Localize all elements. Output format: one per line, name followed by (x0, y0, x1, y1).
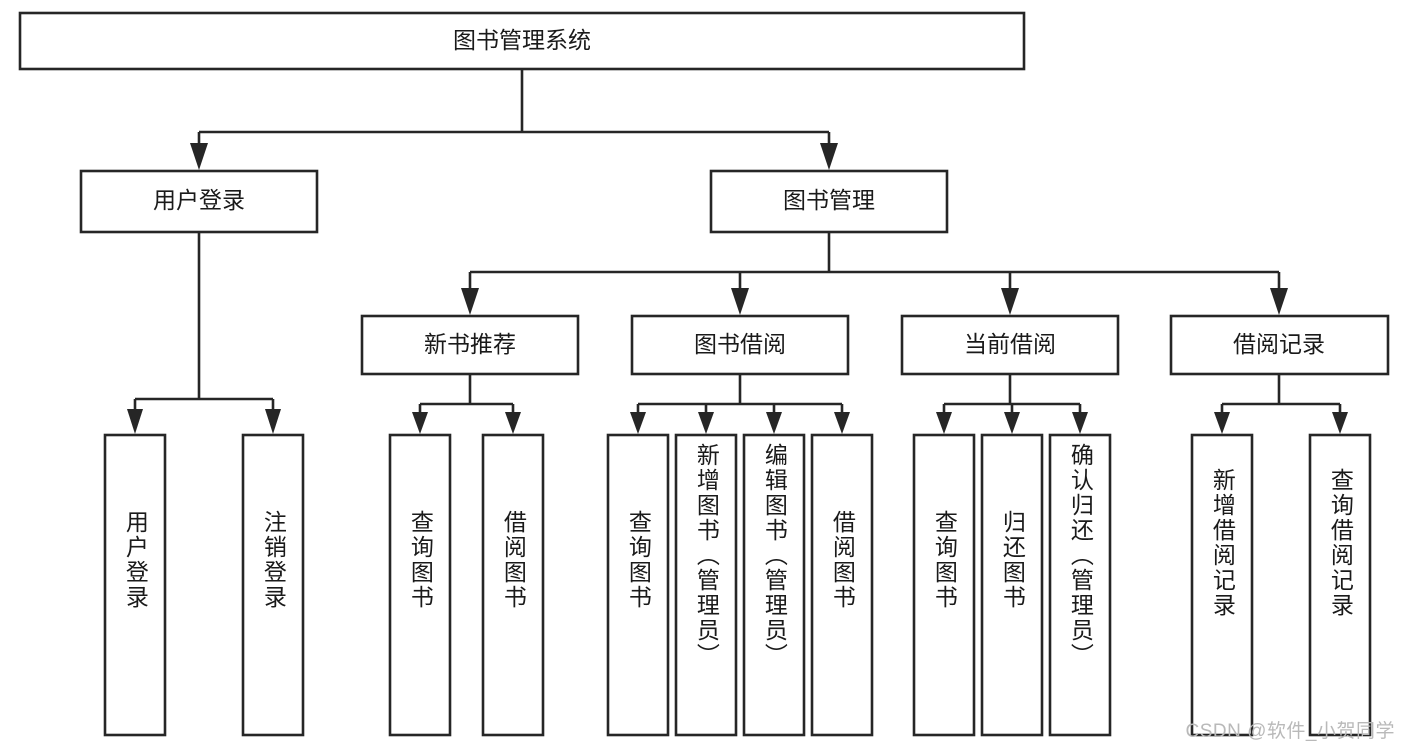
leaf-box-query-book-current[interactable] (912, 433, 976, 737)
node-group: 图书管理系统 用户登录 图书管理 新书推荐 图书借阅 当前借阅 借阅记录 (18, 11, 1390, 376)
arrowhead-user-login (190, 143, 208, 170)
leaf-label-wrap-add-book: 新增图书（管理员） (676, 443, 736, 735)
leaf-label-wrap-logout: 注销登录 (243, 510, 303, 735)
leaf-label-query-book-borrow: 查询图书 (625, 510, 652, 610)
arrowhead-leaf-logout (265, 409, 281, 434)
leaf-box-return-book[interactable] (980, 433, 1044, 737)
arrowhead-leaf-confirm-return (1072, 412, 1088, 434)
leaf-label-return-book: 归还图书 (999, 510, 1026, 610)
arrowhead-leaf-user-login (127, 409, 143, 434)
node-label-borrow-record: 借阅记录 (1233, 331, 1325, 357)
leaf-label-wrap-query-borrow-record: 查询借阅记录 (1310, 468, 1370, 735)
arrowhead-borrow-record (1270, 288, 1288, 315)
arrowhead-new-book-recommend (461, 288, 479, 315)
arrowhead-leaf-query-borrow-record (1332, 412, 1348, 434)
leaf-box-add-borrow-record[interactable] (1190, 433, 1254, 737)
node-box-current-borrow[interactable] (900, 314, 1120, 376)
node-label-book-borrow: 图书借阅 (694, 331, 786, 357)
leaf-box-borrow-book-recommend[interactable] (481, 433, 545, 737)
arrowhead-leaf-add-borrow-record (1214, 412, 1230, 434)
leaf-label-wrap-query-book-borrow: 查询图书 (608, 510, 668, 735)
arrowhead-leaf-query-book-borrow (630, 412, 646, 434)
node-box-new-book-recommend[interactable] (360, 314, 580, 376)
arrowhead-leaf-add-book (698, 412, 714, 434)
leaf-label-wrap-confirm-return: 确认归还（管理员） (1050, 443, 1110, 735)
leaf-label-wrap-borrow-book: 借阅图书 (812, 510, 872, 735)
leaf-box-confirm-return[interactable] (1048, 433, 1112, 737)
arrowhead-leaf-return-book (1004, 412, 1020, 434)
leaf-label-edit-book: 编辑图书（管理员） (761, 443, 788, 668)
leaf-label-wrap-edit-book: 编辑图书（管理员） (744, 443, 804, 735)
leaf-label-wrap-add-borrow-record: 新增借阅记录 (1192, 468, 1252, 735)
arrowhead-leaf-borrow-book-recommend (505, 412, 521, 434)
leaf-box-query-borrow-record[interactable] (1308, 433, 1372, 737)
leaf-box-query-book-borrow[interactable] (606, 433, 670, 737)
arrowhead-leaf-query-book-current (936, 412, 952, 434)
leaf-label-user-login: 用户登录 (122, 510, 149, 610)
arrowhead-leaf-borrow-book (834, 412, 850, 434)
leaf-label-wrap-query-book-current: 查询图书 (914, 510, 974, 735)
leaf-label-query-book-current: 查询图书 (931, 510, 958, 610)
leaf-box-logout[interactable] (241, 433, 305, 737)
node-label-root: 图书管理系统 (453, 27, 591, 53)
node-box-book-management[interactable] (709, 169, 949, 234)
node-label-user-login: 用户登录 (153, 187, 245, 213)
node-box-user-login[interactable] (79, 169, 319, 234)
node-label-current-borrow: 当前借阅 (964, 331, 1056, 357)
leaf-label-wrap-user-login: 用户登录 (105, 510, 165, 735)
leaf-box-add-book[interactable] (674, 433, 738, 737)
arrowhead-leaf-edit-book (766, 412, 782, 434)
connector-group (127, 69, 1348, 434)
arrowhead-leaf-query-book-recommend (412, 412, 428, 434)
leaf-box-edit-book[interactable] (742, 433, 806, 737)
node-box-root[interactable] (18, 11, 1026, 71)
arrowhead-book-management (820, 143, 838, 170)
leaf-box-user-login[interactable] (103, 433, 167, 737)
leaf-box-query-book-recommend[interactable] (388, 433, 452, 737)
leaf-label-borrow-book: 借阅图书 (829, 510, 856, 610)
node-label-book-management: 图书管理 (783, 187, 875, 213)
leaf-box-borrow-book[interactable] (810, 433, 874, 737)
leaf-label-query-borrow-record: 查询借阅记录 (1327, 468, 1354, 618)
leaf-label-query-book-recommend: 查询图书 (407, 510, 434, 610)
arrowhead-current-borrow (1001, 288, 1019, 315)
node-box-book-borrow[interactable] (630, 314, 850, 376)
node-label-new-book-recommend: 新书推荐 (424, 331, 516, 357)
leaf-label-add-borrow-record: 新增借阅记录 (1209, 468, 1236, 618)
arrowhead-book-borrow (731, 288, 749, 315)
leaf-label-borrow-book-recommend: 借阅图书 (500, 510, 527, 610)
leaf-label-confirm-return: 确认归还（管理员） (1067, 443, 1094, 668)
leaf-label-wrap-borrow-book-recommend: 借阅图书 (483, 510, 543, 735)
leaf-label-wrap-return-book: 归还图书 (982, 510, 1042, 735)
leaf-label-add-book: 新增图书（管理员） (693, 443, 720, 668)
leaf-label-logout: 注销登录 (260, 510, 287, 610)
node-box-borrow-record[interactable] (1169, 314, 1390, 376)
leaf-label-wrap-query-book-recommend: 查询图书 (390, 510, 450, 735)
leaf-group (103, 433, 1372, 737)
csdn-watermark: CSDN @软件_小贺同学 (1185, 721, 1395, 742)
